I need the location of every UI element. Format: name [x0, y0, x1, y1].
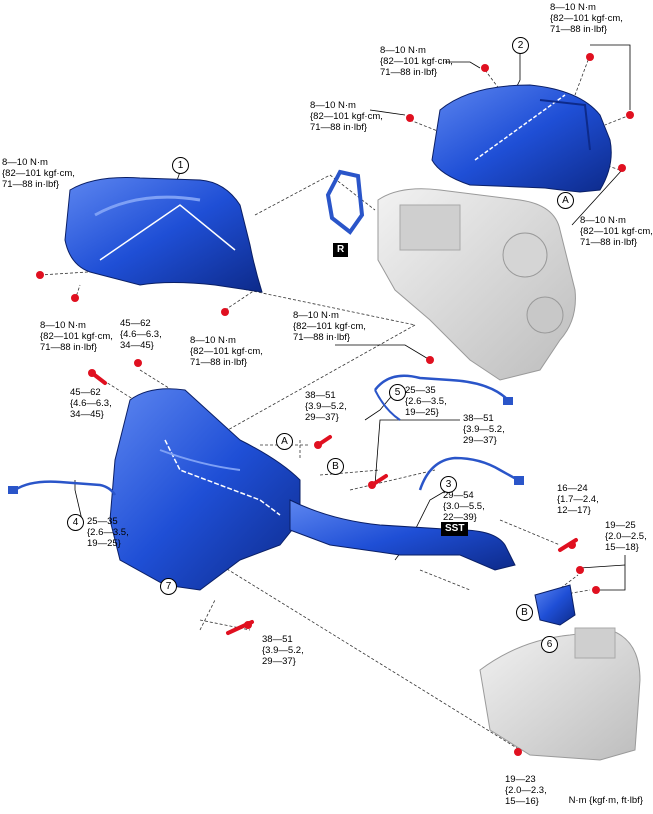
- engine-block: [377, 188, 576, 381]
- callout-b-mid: B: [327, 458, 344, 475]
- torque-label-7: 8—10 N·m{82—101 kgf·cm,71—88 in·lbf}: [580, 215, 653, 248]
- torque-label-3: 8—10 N·m{82—101 kgf·cm,71—88 in·lbf}: [190, 335, 263, 368]
- callout-b-lower: B: [516, 604, 533, 621]
- torque-label-13: 38—51{3.9—5.2,29—37}: [463, 413, 505, 446]
- heat-insulator-1: [64, 177, 263, 293]
- bolt-shafts: [90, 371, 578, 635]
- torque-label-5: 8—10 N·m{82—101 kgf·cm,71—88 in·lbf}: [380, 45, 453, 78]
- callout-1: 1: [172, 157, 189, 174]
- replace-badge: R: [333, 243, 349, 257]
- torque-label-11: 38—51{3.9—5.2,29—37}: [305, 390, 347, 423]
- sst-badge: SST: [441, 522, 469, 536]
- torque-label-6: 8—10 N·m{82—101 kgf·cm,71—88 in·lbf}: [550, 2, 623, 35]
- torque-label-10: 45—62{4.6—6.3,34—45}: [70, 387, 112, 420]
- torque-label-19: 19—23{2.0—2.3,15—16}: [505, 774, 547, 807]
- torque-label-2: 8—10 N·m{82—101 kgf·cm,71—88 in·lbf}: [40, 320, 113, 353]
- callout-5: 5: [389, 384, 406, 401]
- gasket: [325, 169, 365, 235]
- sensor-harness-5: [374, 374, 513, 421]
- torque-label-14: 29—54{3.0—5.5,22—39}: [443, 490, 485, 523]
- dpf-assembly: [109, 388, 516, 591]
- torque-label-16: 16—24{1.7—2.4,12—17}: [557, 483, 599, 516]
- torque-label-15: 25—35{2.6—3.5,19—25}: [87, 516, 129, 549]
- torque-label-17: 19—25{2.0—2.5,15—18}: [605, 520, 647, 553]
- callout-a-mid: A: [276, 433, 293, 450]
- callout-6: 6: [541, 636, 558, 653]
- sensor-harness-3: [418, 456, 524, 491]
- torque-label-4: 8—10 N·m{82—101 kgf·cm,71—88 in·lbf}: [310, 100, 383, 133]
- callout-a-top: A: [557, 192, 574, 209]
- callout-7: 7: [160, 578, 177, 595]
- callout-4: 4: [67, 514, 84, 531]
- torque-label-12: 25—35{2.6—3.5,19—25}: [405, 385, 447, 418]
- callout-3: 3: [440, 476, 457, 493]
- torque-label-8: 8—10 N·m{82—101 kgf·cm,71—88 in·lbf}: [293, 310, 366, 343]
- torque-label-9: 45—62{4.6—6.3,34—45}: [120, 318, 162, 351]
- torque-label-1: 8—10 N·m{82—101 kgf·cm,71—88 in·lbf}: [2, 157, 75, 190]
- unit-note: N·m {kgf·m, ft·lbf}: [568, 795, 643, 806]
- callout-2: 2: [512, 37, 529, 54]
- bracket-6: [534, 584, 576, 626]
- lower-engine: [479, 627, 641, 761]
- sensor-harness-4: [8, 480, 117, 496]
- torque-label-18: 38—51{3.9—5.2,29—37}: [262, 634, 304, 667]
- heat-insulator-2: [431, 84, 612, 193]
